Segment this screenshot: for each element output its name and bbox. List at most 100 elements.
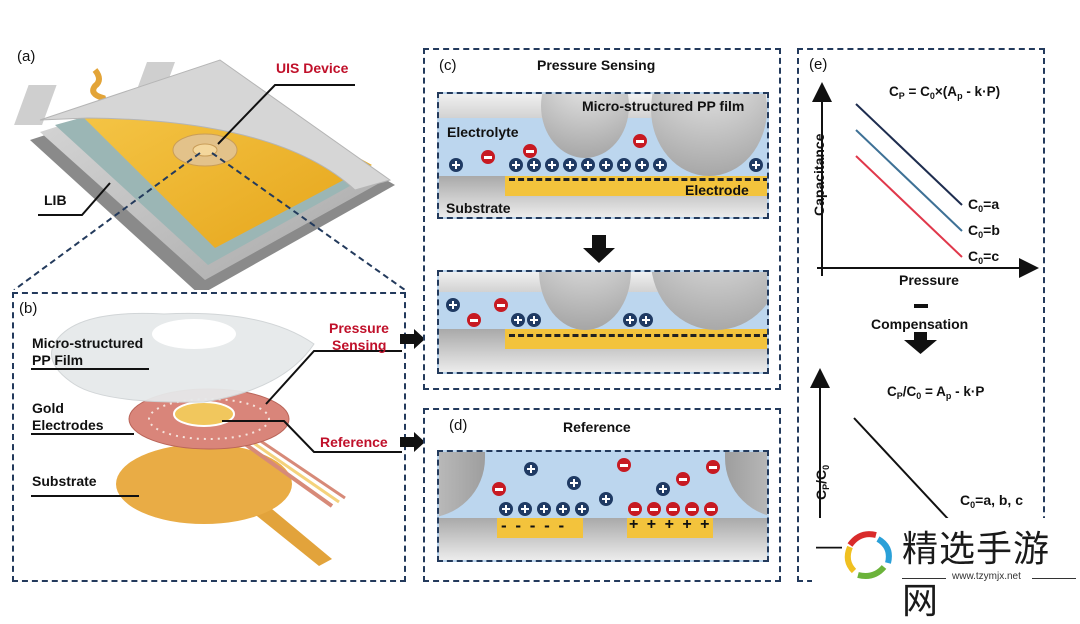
- series-label-a: C0=a: [968, 196, 999, 214]
- eq-part: - k·P): [962, 84, 1001, 99]
- cation-icon: [575, 502, 589, 516]
- cation-icon: [635, 158, 649, 172]
- series-line-b: [855, 129, 963, 232]
- label-sub: 0: [978, 256, 984, 266]
- watermark-logo-icon: [844, 531, 892, 579]
- label-eq: =a, b, c: [975, 492, 1023, 508]
- gold-electrodes-label-1: Gold: [32, 400, 64, 416]
- panel-e: (e) CP = C0×(Ap - k·P) Capacitance Press…: [797, 48, 1045, 582]
- panel-c-letter: (c): [439, 57, 457, 74]
- anion-icon: [633, 134, 647, 148]
- anion-icon: [628, 502, 642, 516]
- pp-film-dome-2: [651, 272, 767, 330]
- electrolyte-label: Electrolyte: [447, 124, 519, 140]
- panel-d: (d) Reference - - - - - + + + + +: [423, 408, 781, 582]
- cation-icon: [509, 158, 523, 172]
- cation-icon: [446, 298, 460, 312]
- series-label-b: C0=b: [968, 222, 1000, 240]
- reference-label: Reference: [320, 434, 388, 450]
- pp-film-label: Micro-structured PP film: [582, 98, 745, 114]
- cation-icon: [537, 502, 551, 516]
- top-equation: CP = C0×(Ap - k·P): [889, 84, 1000, 101]
- series-line-a: [855, 103, 963, 206]
- pp-film-hole: [152, 319, 236, 349]
- lib-label: LIB: [44, 192, 67, 208]
- compensation-label: Compensation: [871, 316, 969, 332]
- right-electrode: [627, 518, 713, 538]
- watermark-dash: —: [816, 530, 842, 560]
- pp-film-dome-1: [539, 272, 631, 330]
- anion-icon: [481, 150, 495, 164]
- right-electrode-charges: + + + + +: [629, 516, 712, 533]
- reference-electrode: [173, 401, 235, 427]
- label-sub: 0: [970, 500, 976, 510]
- uis-leader-line: [217, 84, 355, 145]
- battery-tab-left: [14, 85, 57, 125]
- pressure-state-before: Micro-structured PP film Electrolyte Ele…: [437, 92, 769, 219]
- cation-icon: [511, 313, 525, 327]
- anion-icon: [676, 472, 690, 486]
- cation-icon: [545, 158, 559, 172]
- eq-sub: P: [898, 91, 905, 101]
- label-c: C: [968, 248, 979, 264]
- eq-sub: p: [957, 91, 963, 101]
- label-sub: 0: [978, 230, 984, 240]
- substrate-label: Substrate: [446, 200, 511, 216]
- zoom-line-left: [13, 152, 201, 290]
- eq-part: = A: [921, 384, 946, 399]
- pouch-cover: [39, 59, 392, 191]
- panel-c-title: Pressure Sensing: [537, 57, 656, 73]
- eq-part: /C: [902, 384, 917, 399]
- electrode-ring-inner: [148, 398, 270, 440]
- compensation-down-arrow-icon: [904, 332, 937, 354]
- reference-cell: - - - - - + + + + +: [437, 450, 769, 562]
- pressure-sensing-label-1: Pressure: [329, 320, 389, 336]
- label-sub: 0: [978, 204, 984, 214]
- label-c: C: [813, 489, 829, 500]
- cation-icon: [639, 313, 653, 327]
- eq-sub: P: [896, 391, 903, 401]
- electrode-negative-charges: [509, 178, 767, 181]
- pp-film-wall-right: [725, 452, 767, 518]
- watermark-rule-right: [1032, 578, 1076, 579]
- substrate-layer: [439, 518, 767, 560]
- cation-icon: [567, 476, 581, 490]
- anion-icon: [494, 298, 508, 312]
- bottom-series-label: C0=a, b, c: [960, 492, 1023, 510]
- pp-film-label-2: PP Film: [32, 352, 84, 368]
- anion-icon: [685, 502, 699, 516]
- cation-icon: [581, 158, 595, 172]
- cation-icon: [599, 492, 613, 506]
- panel-b-letter: (b): [19, 300, 38, 317]
- pressure-down-arrow-icon: [583, 235, 615, 263]
- series-label-c: C0=c: [968, 248, 999, 266]
- electrode-layer: [505, 176, 767, 196]
- cation-icon: [527, 158, 541, 172]
- label-c: C: [968, 196, 979, 212]
- panel-e-letter: (e): [809, 56, 828, 73]
- panel-b: (b) Micro-structured PP Film Gold Electr…: [12, 292, 406, 582]
- lib-leader-line: [38, 182, 111, 216]
- device-exploded-view: [31, 312, 402, 566]
- pp-film-wall-left: [439, 452, 485, 518]
- pressure-state-after: [437, 270, 769, 374]
- flex-cable: [90, 68, 112, 119]
- panel-a: (a) UIS Device LIB: [0, 40, 410, 290]
- minus-sign-icon: [914, 304, 928, 308]
- eq-c: C: [889, 84, 899, 99]
- watermark-url: www.tzymjx.net: [952, 571, 1021, 582]
- anion-icon: [523, 144, 537, 158]
- watermark: — 精选手游网 www.tzymjx.net: [812, 518, 1080, 622]
- eq-sub: p: [945, 391, 952, 401]
- anion-icon: [467, 313, 481, 327]
- eq-sub: 0: [916, 391, 922, 401]
- substrate-disc: [116, 444, 292, 524]
- anion-icon: [666, 502, 680, 516]
- top-y-label: Capacitance: [811, 133, 827, 216]
- cation-icon: [749, 158, 763, 172]
- label-c: C: [960, 492, 971, 508]
- capacitance-plots: [810, 82, 1039, 570]
- substrate-label: Substrate: [32, 473, 97, 489]
- label-c: C: [968, 222, 979, 238]
- eq-c: C: [887, 384, 897, 399]
